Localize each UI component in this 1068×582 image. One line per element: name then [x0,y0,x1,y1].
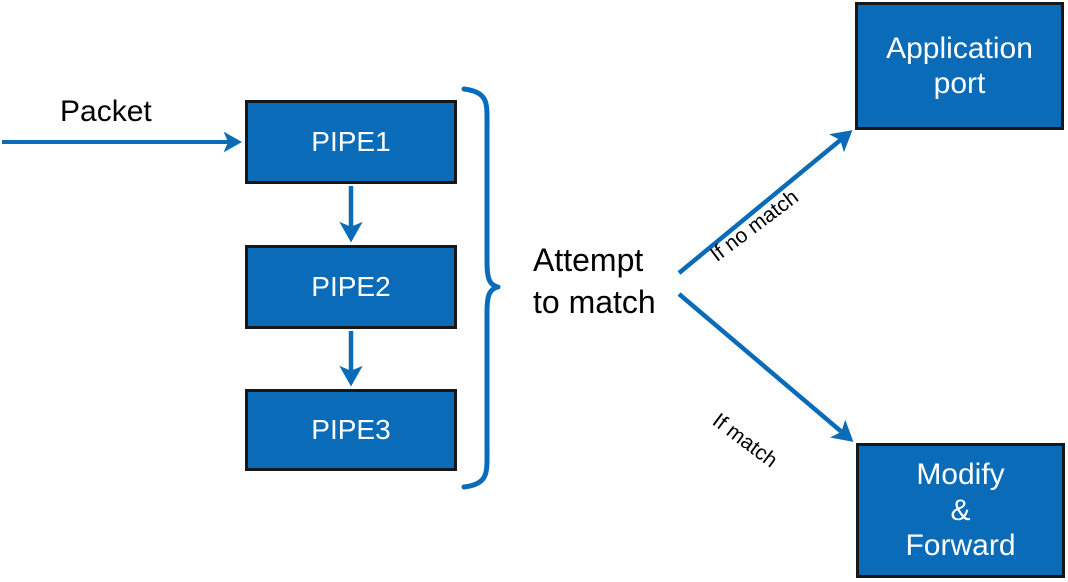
pipe3-label: PIPE3 [311,414,391,446]
branch-no-match-arrow [677,130,853,275]
modify-and-forward-label: Modify & Forward [905,458,1016,563]
pipe2-box[interactable]: PIPE2 [245,245,457,329]
packet-input-label: Packet [60,95,152,128]
pipeline-brace [461,86,501,490]
pipe3-box[interactable]: PIPE3 [245,389,457,471]
pipe1-label: PIPE1 [311,126,391,158]
attempt-to-match-label: Attempt to match [533,242,656,320]
branch-match-arrow [677,292,854,442]
pipe1-box[interactable]: PIPE1 [245,100,457,184]
pipe2-label: PIPE2 [311,271,391,303]
application-port-label: Application port [886,31,1033,100]
application-port-box[interactable]: Application port [855,2,1064,130]
modify-and-forward-box[interactable]: Modify & Forward [856,443,1065,578]
